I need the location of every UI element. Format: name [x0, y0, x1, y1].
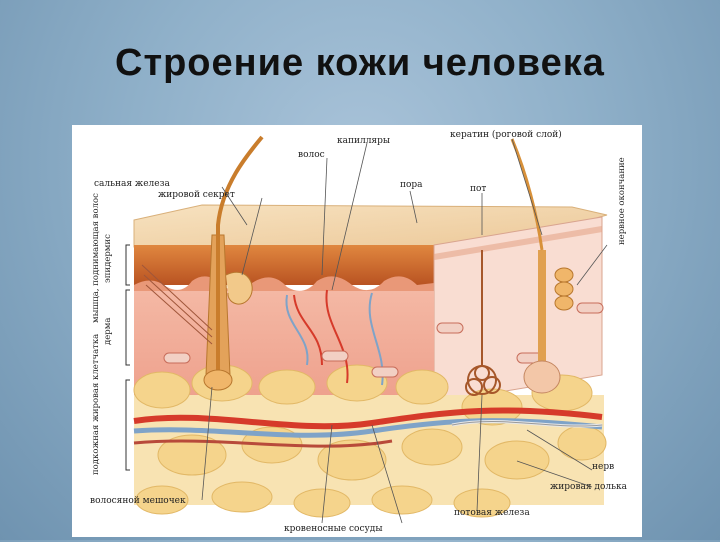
label-sebaceous-gland: сальная железа: [94, 179, 170, 189]
label-hair-muscle: мышца, поднимающая волос: [91, 193, 101, 323]
label-keratin: кератин (роговой слой): [450, 129, 562, 140]
skin-diagram-panel: волос капилляры кератин (роговой слой) с…: [72, 125, 642, 537]
label-subcutaneous-fat: подкожная жировая клетчатка: [91, 334, 101, 475]
slide-title: Строение кожи человека: [0, 42, 720, 85]
label-pore: пора: [400, 180, 423, 190]
label-sweat: пот: [470, 184, 486, 194]
label-nerve: нерв: [592, 462, 614, 472]
label-dermis: дерма: [103, 318, 113, 345]
label-blood-vessels: кровеносные сосуды: [284, 524, 383, 534]
skin-diagram: волос капилляры кератин (роговой слой) с…: [72, 125, 642, 537]
label-capillaries: капилляры: [337, 136, 390, 146]
label-fat-lobule: жировая долька: [550, 482, 628, 492]
label-sweat-gland: потовая железа: [454, 508, 530, 518]
sebaceous-gland: [226, 272, 252, 304]
label-hair: волос: [298, 150, 325, 160]
label-nerve-ending: нервное окончание: [617, 157, 627, 245]
label-epidermis: эпидермис: [103, 234, 113, 283]
label-sebum: жировой секрет: [158, 190, 235, 200]
label-hair-follicle: волосяной мешочек: [90, 496, 186, 506]
